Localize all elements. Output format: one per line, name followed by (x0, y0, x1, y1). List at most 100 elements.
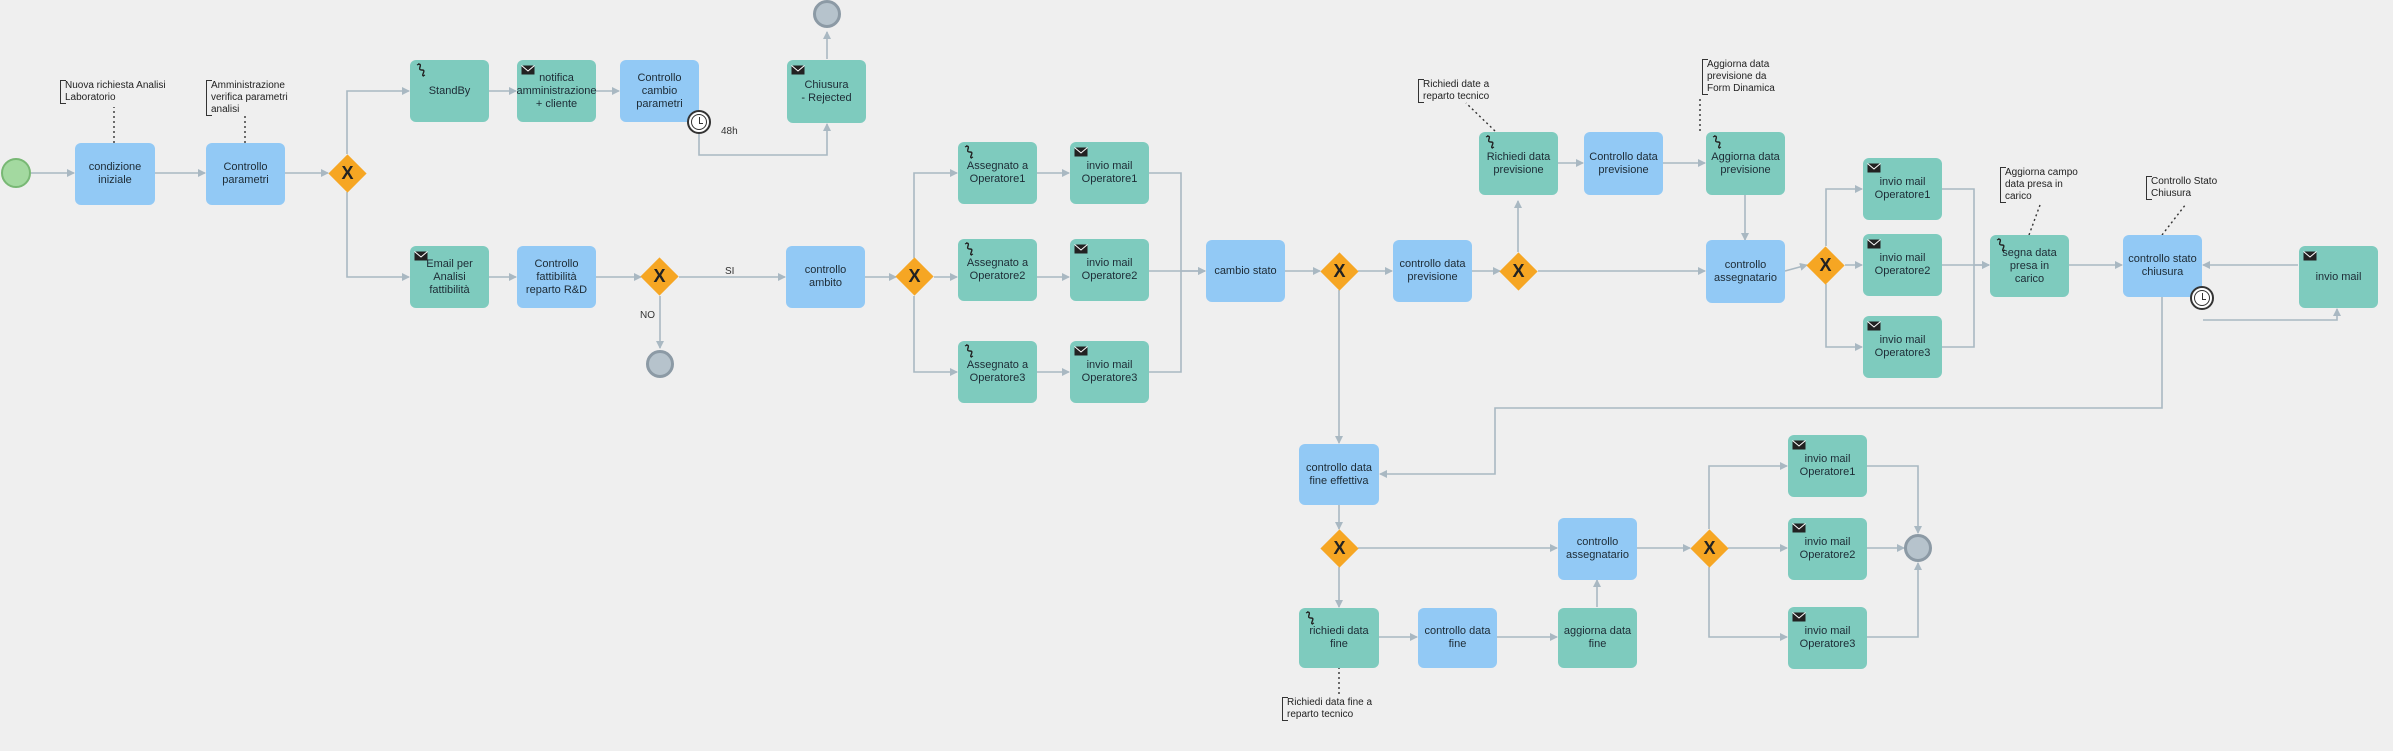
gateway-x-icon: X (1333, 261, 1346, 281)
task-assegnato-operatore2[interactable]: Assegnato a Operatore2 (958, 239, 1037, 301)
task-aggiorna-data-previsione[interactable]: Aggiorna data previsione (1706, 132, 1785, 195)
task-controllo-assegnatario-2[interactable]: controllo assegnatario (1558, 518, 1637, 580)
flow-gw3-op1 (913, 169, 958, 258)
task-controllo-data-previsione-2[interactable]: Controllo data previsione (1584, 132, 1663, 195)
mail-icon (1867, 321, 1881, 331)
end-event-no[interactable] (646, 350, 674, 378)
task-label: segna data presa in carico (2002, 246, 2057, 285)
task-controllo-data-previsione-1[interactable]: controllo data previsione (1393, 240, 1472, 302)
timer-boundary-icon[interactable] (687, 110, 711, 134)
task-label: invio mail Operatore1 (1799, 453, 1856, 478)
annotation-amministrazione: Amministrazione verifica parametri anali… (206, 80, 288, 116)
task-controllo-fattibilita[interactable]: Controllo fattibilità reparto R&D (517, 246, 596, 308)
assoc-controllo-stato (2161, 203, 2187, 236)
flow-mailb1-segna (1942, 188, 1990, 269)
assoc-richiedi-date (1465, 102, 1496, 132)
annotation-controllo-stato: Controllo Stato Chiusura (2146, 176, 2217, 200)
task-label: controllo ambito (804, 264, 847, 289)
script-icon (964, 145, 974, 159)
edge-label-no: NO (640, 310, 655, 321)
task-invio-mail-operatore2-c[interactable]: invio mail Operatore2 (1788, 518, 1867, 580)
task-controllo-data-fine[interactable]: controllo data fine (1418, 608, 1497, 668)
assoc-aggiorna-campo (2028, 204, 2041, 236)
annotation-richiedi-date: Richiedi date a reparto tecnico (1418, 79, 1489, 103)
task-invio-mail-operatore1-a[interactable]: invio mail Operatore1 (1070, 142, 1149, 204)
task-notifica[interactable]: notifica amministrazione + cliente (516, 60, 597, 122)
exclusive-gateway-6[interactable]: X (1806, 246, 1845, 285)
exclusive-gateway-1[interactable]: X (328, 154, 367, 193)
timer-boundary-icon[interactable] (2190, 286, 2214, 310)
task-cambio-stato[interactable]: cambio stato (1206, 240, 1285, 302)
flow-gw3-op3 (913, 296, 958, 376)
task-email-analisi[interactable]: Email per Analisi fattibilità (410, 246, 489, 308)
script-icon (964, 242, 974, 256)
task-invio-mail-operatore2-a[interactable]: invio mail Operatore2 (1070, 239, 1149, 301)
task-aggiorna-data-fine[interactable]: aggiorna data fine (1558, 608, 1637, 668)
task-controllo-cambio-parametri[interactable]: Controllo cambio parametri (620, 60, 699, 122)
task-label: Richiedi data previsione (1486, 150, 1551, 176)
exclusive-gateway-4[interactable]: X (1320, 252, 1359, 291)
task-label: invio mail Operatore1 (1081, 160, 1138, 185)
mail-icon (1074, 147, 1088, 157)
flow-chiusura-fine-eff (1379, 297, 2163, 478)
task-invio-mail-final[interactable]: invio mail (2299, 246, 2378, 308)
task-controllo-data-fine-effettiva[interactable]: controllo data fine effettiva (1299, 444, 1379, 505)
task-label: controllo assegnatario (1566, 536, 1629, 561)
task-controllo-parametri[interactable]: Controllo parametri (206, 143, 285, 205)
gateway-x-icon: X (341, 163, 354, 183)
end-event-final[interactable] (1904, 534, 1932, 562)
task-assegnato-operatore1[interactable]: Assegnato a Operatore1 (958, 142, 1037, 204)
task-richiedi-data-fine[interactable]: richiedi data fine (1299, 608, 1379, 668)
task-label: Aggiorna data previsione (1711, 150, 1780, 176)
task-invio-mail-operatore2-b[interactable]: invio mail Operatore2 (1863, 234, 1942, 296)
flow-timer-mail-final (2203, 308, 2341, 321)
task-invio-mail-operatore3-a[interactable]: invio mail Operatore3 (1070, 341, 1149, 403)
task-segna-data-presa[interactable]: segna data presa in carico (1990, 235, 2069, 297)
exclusive-gateway-8[interactable]: X (1690, 529, 1729, 568)
start-event[interactable] (1, 158, 31, 188)
task-label: Assegnato a Operatore3 (966, 359, 1029, 384)
annotation-richiedi-fine: Richiedi data fine a reparto tecnico (1282, 697, 1372, 721)
task-label: controllo data fine effettiva (1305, 461, 1373, 487)
flow-gw6-op1 (1825, 185, 1863, 246)
task-assegnato-operatore3[interactable]: Assegnato a Operatore3 (958, 341, 1037, 403)
task-richiedi-data-previsione[interactable]: Richiedi data previsione (1479, 132, 1558, 195)
script-icon (1712, 135, 1722, 149)
gateway-x-icon: X (1703, 538, 1716, 558)
flow-mailb3-segna (1942, 265, 1975, 348)
task-condizione-iniziale[interactable]: condizione iniziale (75, 143, 155, 205)
task-controllo-stato-chiusura[interactable]: controllo stato chiusura (2123, 235, 2202, 297)
end-event-rejected[interactable] (813, 0, 841, 28)
mail-icon (1792, 523, 1806, 533)
task-label: invio mail Operatore3 (1799, 625, 1856, 650)
task-invio-mail-operatore1-b[interactable]: invio mail Operatore1 (1863, 158, 1942, 220)
task-label: Assegnato a Operatore1 (966, 160, 1029, 185)
task-label: controllo assegnatario (1714, 258, 1777, 284)
timer-label: 48h (721, 126, 738, 137)
task-label: Email per Analisi fattibilità (426, 257, 473, 296)
mail-icon (1074, 346, 1088, 356)
task-controllo-ambito[interactable]: controllo ambito (786, 246, 865, 308)
task-label: cambio stato (1214, 264, 1277, 277)
mail-icon (2303, 251, 2317, 261)
flow-gw8-op3 (1708, 567, 1788, 641)
gateway-x-icon: X (1333, 538, 1346, 558)
mail-icon (1792, 612, 1806, 622)
exclusive-gateway-3[interactable]: X (895, 257, 934, 296)
task-label: controllo stato chiusura (2128, 253, 2197, 278)
task-standby[interactable]: StandBy (410, 60, 489, 122)
task-invio-mail-operatore3-c[interactable]: invio mail Operatore3 (1788, 607, 1867, 669)
task-label: Controllo fattibilità reparto R&D (525, 257, 588, 296)
exclusive-gateway-2[interactable]: X (640, 257, 679, 296)
task-label: invio mail Operatore3 (1081, 359, 1138, 384)
exclusive-gateway-7[interactable]: X (1320, 529, 1359, 568)
mail-icon (791, 65, 805, 75)
task-invio-mail-operatore3-b[interactable]: invio mail Operatore3 (1863, 316, 1942, 378)
task-label: Controllo data previsione (1589, 150, 1658, 176)
flow-gw1-email (346, 192, 410, 281)
task-invio-mail-operatore1-c[interactable]: invio mail Operatore1 (1788, 435, 1867, 497)
task-label: invio mail Operatore2 (1799, 536, 1856, 561)
task-controllo-assegnatario-1[interactable]: controllo assegnatario (1706, 240, 1785, 303)
exclusive-gateway-5[interactable]: X (1499, 252, 1538, 291)
task-chiusura-rejected[interactable]: Chiusura - Rejected (787, 60, 866, 123)
